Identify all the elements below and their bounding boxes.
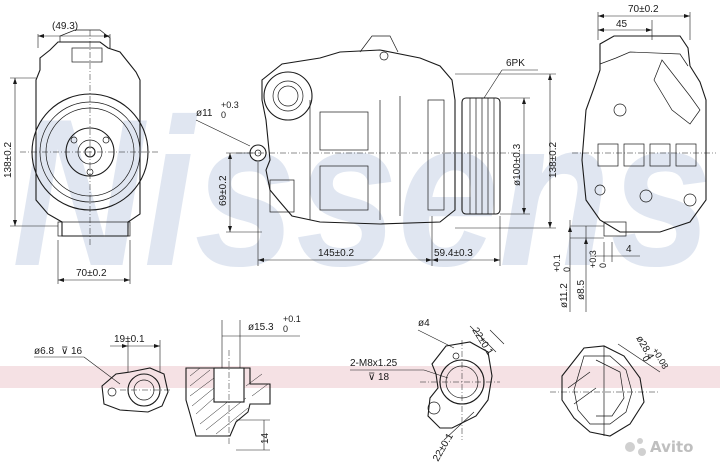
front-bottom-width-label: 70±0.2 [76, 268, 107, 279]
side-length-pulley-label: 59.4±0.3 [434, 248, 473, 259]
front-view: (49.3) 138±0.2 70±0.2 [3, 21, 160, 284]
right-ring-dia-a-label: ø11.2 [559, 283, 570, 308]
right-ring-dia-b-label: ø8.5 [576, 280, 587, 300]
right-top-width-label: 70±0.2 [628, 4, 659, 15]
right-top-offset-label: 45 [616, 19, 628, 30]
suction-depth-label: 16 [71, 346, 83, 357]
avito-watermark: Avito [625, 438, 693, 456]
watermark-band [0, 366, 720, 388]
side-hole-tol-lower: 0 [221, 110, 226, 120]
detail-suction-port: ø6.8 ⊽ 16 19±0.1 [34, 334, 170, 413]
front-height-label: 138±0.2 [3, 141, 14, 178]
side-length-main-label: 145±0.2 [318, 248, 355, 259]
front-top-width-label: (49.3) [52, 21, 78, 32]
right-ring-dia-b-tol-lower: 0 [598, 263, 608, 268]
right-ring-dia-a-tol-lower: 0 [562, 267, 572, 272]
section-bore-dia-label: ø15.3 [248, 322, 274, 333]
section-hatching [189, 367, 269, 435]
suction-port-dia-label: ø6.8 [34, 346, 54, 357]
discharge-flange-top-label: 22±0.1 [469, 326, 495, 358]
side-total-height-label: 138±0.2 [548, 141, 559, 178]
section-bore-tol-upper: +0.1 [283, 314, 301, 324]
right-view: 70±0.2 45 ø11.2 +0.1 0 ø8.5 +0.3 0 4 [552, 4, 716, 312]
watermark: Nissens [0, 75, 720, 388]
side-mount-height-label: 69±0.2 [218, 175, 229, 206]
section-length-label: 14 [260, 432, 271, 444]
side-hole-dia-label: ø11 [196, 108, 213, 119]
side-belt-label: 6PK [506, 58, 525, 69]
detail-section: ø15.3 +0.1 0 14 [185, 314, 301, 451]
detail-discharge-port: ø4 2-M8x1.25 ⊽ 18 22±0.1 22±0.1 [350, 318, 505, 464]
suction-depth-symbol: ⊽ [61, 346, 68, 357]
right-ring-dia-a-tol-upper: +0.1 [552, 254, 562, 272]
right-ring-offset-label: 4 [626, 244, 632, 255]
side-pulley-dia-label: ø100±0.3 [512, 143, 523, 186]
discharge-thread-depth-label: 18 [378, 372, 390, 383]
port3d-tol-lower: 0 [640, 354, 651, 363]
discharge-flange-bottom-label: 22±0.1 [431, 431, 456, 463]
discharge-pin-dia-label: ø4 [418, 318, 430, 329]
suction-port-width-label: 19±0.1 [114, 334, 145, 345]
side-hole-tol-upper: +0.3 [221, 100, 239, 110]
discharge-thread-label: 2-M8x1.25 [350, 358, 398, 369]
section-bore-tol-lower: 0 [283, 324, 288, 334]
avito-watermark-text: Avito [650, 438, 693, 456]
discharge-thread-depth-symbol: ⊽ [368, 372, 375, 383]
right-ring-dia-b-tol-upper: +0.3 [588, 250, 598, 268]
side-view: ø11 +0.3 0 69±0.2 145±0.2 59.4±0.3 6PK ø… [195, 35, 559, 266]
